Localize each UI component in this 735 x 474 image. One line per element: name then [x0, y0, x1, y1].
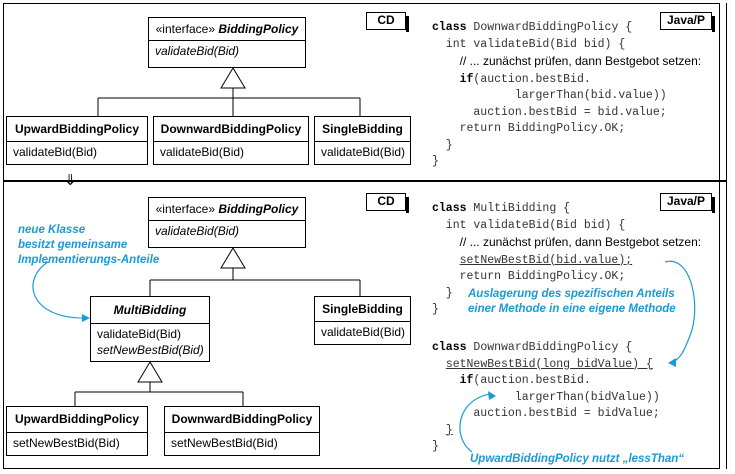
- class-method-abstract: setNewBestBid(Bid): [97, 343, 204, 357]
- cd-tag-bottom: CD: [366, 193, 409, 213]
- code-block-top: class DownwardBiddingPolicy { int valida…: [432, 20, 701, 171]
- class-upward-top: UpwardBiddingPolicy validateBid(Bid): [6, 116, 148, 165]
- interface-header: «interface» BiddingPolicy: [149, 198, 305, 221]
- class-name: DownwardBiddingPolicy: [165, 407, 319, 433]
- class-multibidding: MultiBidding validateBid(Bid) setNewBest…: [90, 296, 210, 362]
- code-line: largerThan(bid.value)): [432, 89, 667, 102]
- code-line: int validateBid(Bid bid) {: [432, 218, 626, 232]
- class-downward-top: DownwardBiddingPolicy validateBid(Bid): [153, 116, 309, 165]
- interface-bidding-policy-bottom: «interface» BiddingPolicy validateBid(Bi…: [148, 197, 306, 248]
- class-method: validateBid(Bid): [97, 327, 182, 341]
- stereotype-label: «interface»: [155, 202, 215, 216]
- class-name: SingleBidding: [315, 297, 410, 322]
- interface-bidding-policy-top: «interface» BiddingPolicy validateBid(Bi…: [148, 17, 306, 68]
- java-tag-top: Java/P: [660, 12, 715, 32]
- class-upward-bottom: UpwardBiddingPolicy setNewBestBid(Bid): [6, 406, 148, 456]
- class-name: UpwardBiddingPolicy: [7, 117, 147, 142]
- class-single-bottom: SingleBidding validateBid(Bid): [314, 296, 411, 345]
- class-method: setNewBestBid(Bid): [171, 436, 278, 450]
- class-method: validateBid(Bid): [160, 145, 245, 159]
- code-line: DownwardBiddingPolicy {: [466, 21, 633, 34]
- outer-frame: [3, 3, 720, 469]
- class-name: SingleBidding: [315, 117, 410, 142]
- code-line: DownwardBiddingPolicy {: [466, 341, 633, 354]
- code-line: int validateBid(Bid bid) {: [432, 37, 626, 51]
- right-margin-line: [726, 3, 727, 469]
- code-comment: // ... zunächst prüfen, dann Bestgebot s…: [459, 54, 702, 68]
- code-line: MultiBidding {: [466, 202, 571, 215]
- code-line: (auction.bestBid.: [473, 374, 591, 387]
- code-block-downward: class DownwardBiddingPolicy { setNewBest…: [432, 340, 660, 456]
- code-keyword: class: [432, 21, 467, 34]
- code-line: auction.bestBid = bidValue;: [432, 407, 660, 420]
- class-downward-bottom: DownwardBiddingPolicy setNewBestBid(Bid): [164, 406, 320, 456]
- cd-tag-top: CD: [366, 12, 409, 32]
- transformation-arrow: ⇓: [64, 172, 77, 189]
- class-name: MultiBidding: [91, 297, 209, 324]
- code-line: return BiddingPolicy.OK;: [432, 270, 626, 283]
- code-line: }: [445, 423, 453, 437]
- code-keyword: if: [459, 374, 474, 387]
- interface-method: validateBid(Bid): [155, 44, 240, 58]
- interface-header: «interface» BiddingPolicy: [149, 18, 305, 41]
- code-keyword: class: [432, 202, 467, 215]
- code-line: }: [432, 286, 453, 300]
- code-line: }: [432, 155, 439, 168]
- code-line: auction.bestBid = bid.value;: [432, 105, 667, 119]
- code-keyword: if: [459, 72, 474, 86]
- code-line: return BiddingPolicy.OK;: [432, 122, 626, 135]
- code-line-method-decl: setNewBestBid(long bidValue) {: [445, 357, 653, 371]
- code-line: }: [432, 440, 439, 453]
- class-single-top: SingleBidding validateBid(Bid): [314, 116, 411, 165]
- section-divider: [3, 180, 727, 182]
- stereotype-label: «interface»: [155, 22, 215, 36]
- interface-name: BiddingPolicy: [218, 202, 299, 216]
- code-comment: // ... zunächst prüfen, dann Bestgebot s…: [459, 235, 702, 249]
- code-line: }: [432, 303, 439, 316]
- class-method: setNewBestBid(Bid): [13, 436, 120, 450]
- class-method: validateBid(Bid): [321, 325, 406, 339]
- note-upward-lessthan: UpwardBiddingPolicy nutzt „lessThan“: [470, 453, 685, 465]
- interface-method: validateBid(Bid): [155, 224, 240, 238]
- note-extraction: Auslagerung des spezifischen Anteils ein…: [468, 288, 676, 315]
- class-method: validateBid(Bid): [321, 145, 406, 159]
- code-line: }: [432, 138, 453, 152]
- code-keyword: class: [432, 341, 467, 354]
- class-name: DownwardBiddingPolicy: [154, 117, 308, 142]
- note-new-class: neue Klasse besitzt gemeinsame Implement…: [18, 224, 160, 266]
- code-block-multibidding: class MultiBidding { int validateBid(Bid…: [432, 201, 701, 319]
- java-tag-bottom: Java/P: [660, 193, 715, 213]
- class-name: UpwardBiddingPolicy: [7, 407, 147, 433]
- interface-name: BiddingPolicy: [218, 22, 299, 36]
- code-line: largerThan(bidValue)): [432, 390, 660, 404]
- code-line: (auction.bestBid.: [473, 72, 591, 86]
- class-method: validateBid(Bid): [13, 145, 98, 159]
- code-line-extracted-call: setNewBestBid(bid.value);: [459, 253, 633, 267]
